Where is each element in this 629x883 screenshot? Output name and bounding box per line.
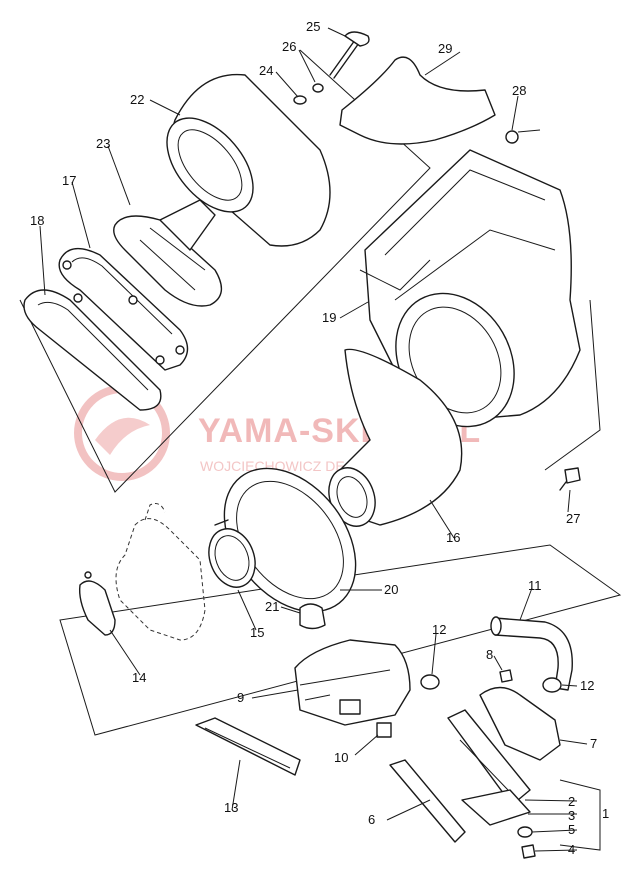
callout-13: 13: [224, 800, 238, 815]
callout-4: 4: [568, 842, 575, 857]
callout-9: 9: [237, 690, 244, 705]
part-7-reed-housing: [479, 686, 561, 761]
callout-labels: 25 26 24 29 28 22 23 17 18 19 27 16 20 2…: [30, 19, 609, 857]
part-5-washer: [517, 826, 533, 838]
part-26-washer: [312, 83, 324, 93]
part-24-washer: [293, 95, 307, 105]
part-28-bolt: [505, 129, 541, 144]
callout-6: 6: [368, 812, 375, 827]
callout-18: 18: [30, 213, 44, 228]
part-13-strap: [195, 717, 301, 776]
reed-group-frame: [59, 544, 622, 736]
part-15-clamp: [208, 519, 256, 588]
part-25-wing-bolt: [329, 31, 370, 79]
part-23-filter-cage: [113, 199, 223, 307]
part-12-clamp-left: [420, 674, 440, 690]
callout-29: 29: [438, 41, 452, 56]
carburetor-outline: [115, 503, 206, 641]
callout-28: 28: [512, 83, 526, 98]
part-16-intake-boot: [328, 348, 463, 527]
part-17-gasket: [58, 247, 189, 371]
callout-20: 20: [384, 582, 398, 597]
part-2-reed-block: [447, 709, 531, 806]
callout-16: 16: [446, 530, 460, 545]
leader-lines: [39, 27, 588, 852]
callout-25: 25: [306, 19, 320, 34]
callout-24: 24: [259, 63, 273, 78]
part-29-cover: [339, 56, 496, 145]
callout-2: 2: [568, 794, 575, 809]
part-19-airbox: [359, 149, 581, 428]
callout-8: 8: [486, 647, 493, 662]
callout-1: 1: [602, 806, 609, 821]
callout-7: 7: [590, 736, 597, 751]
callout-10: 10: [334, 750, 348, 765]
callout-5: 5: [568, 822, 575, 837]
callout-22: 22: [130, 92, 144, 107]
part-12-clamp-right: [542, 677, 562, 693]
watermark-logo-mark: [95, 417, 150, 455]
callout-17: 17: [62, 173, 76, 188]
part-8-bolt: [499, 669, 513, 683]
callout-26: 26: [282, 39, 296, 54]
part-9-cover: [294, 639, 411, 726]
callout-19: 19: [322, 310, 336, 325]
part-11-hose: [490, 616, 573, 691]
callout-12-right: 12: [580, 678, 594, 693]
reed-bracket: [559, 779, 601, 851]
part-4-bolt: [521, 844, 536, 859]
airbox-group-frame: [544, 299, 601, 471]
part-22-air-filter: [166, 73, 331, 247]
part-18-guide-plate: [23, 289, 162, 411]
callout-11: 11: [528, 578, 542, 593]
callout-27: 27: [566, 511, 580, 526]
part-10-label: [376, 722, 392, 738]
callout-12-left: 12: [432, 622, 446, 637]
part-3-reed-stopper: [461, 789, 531, 826]
callout-14: 14: [132, 670, 146, 685]
callout-23: 23: [96, 136, 110, 151]
callout-3: 3: [568, 808, 575, 823]
callout-21: 21: [265, 599, 279, 614]
part-27-bolt: [559, 467, 581, 491]
part-21-cap: [299, 603, 326, 630]
callout-15: 15: [250, 625, 264, 640]
part-14-flange: [78, 571, 116, 636]
